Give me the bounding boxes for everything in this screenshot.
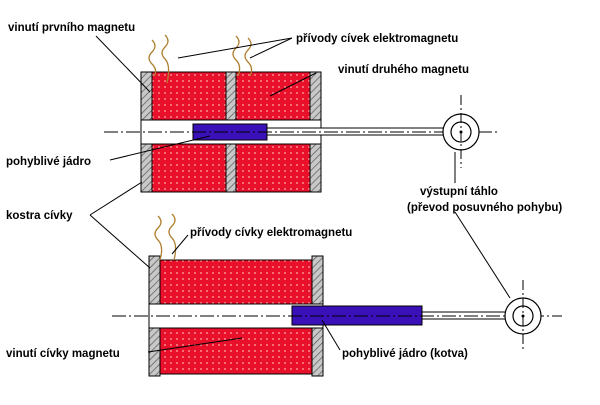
label-output-rod-line2: (převod posuvného pohybu) xyxy=(407,202,562,214)
coil-frame-mid-bottom xyxy=(225,143,237,193)
single-electromagnet xyxy=(112,213,562,377)
label-first-magnet-winding: vinutí prvního magnetu xyxy=(8,22,135,34)
label-coil-frame: kostra cívky xyxy=(6,210,73,222)
second-magnet-winding-bottom xyxy=(235,143,311,193)
coil-lead-4 xyxy=(244,37,253,77)
label-coil-lead-single: přívody cívky elektromagnetu xyxy=(190,227,352,239)
coil-frame-mid-top xyxy=(225,71,237,121)
coil-lead-1 xyxy=(148,39,157,77)
coil-winding-top xyxy=(159,259,313,305)
coil-lead-3 xyxy=(232,35,241,77)
label-coil-leads: přívody cívek elektromagnetu xyxy=(296,33,458,45)
first-magnet-winding-top xyxy=(151,71,227,121)
coil-frame-left-top-2 xyxy=(148,255,161,305)
coil-lead-2 xyxy=(161,34,170,84)
coil-lead-5 xyxy=(154,215,163,261)
second-magnet-winding-top xyxy=(235,71,311,121)
first-magnet-winding-bottom xyxy=(151,143,227,193)
label-armature-core: pohyblivé jádro (kotva) xyxy=(342,348,468,360)
label-coil-winding: vinutí cívky magnetu xyxy=(6,348,120,360)
label-output-rod-line1: výstupní táhlo xyxy=(420,186,498,198)
coil-lead-6 xyxy=(168,213,177,261)
label-second-magnet-winding: vinutí druhého magnetu xyxy=(338,64,469,76)
leader-lines xyxy=(89,35,511,353)
double-electromagnet xyxy=(104,34,500,193)
coil-winding-bottom xyxy=(159,327,313,375)
coil-frame-right-top-2 xyxy=(311,255,324,305)
coil-frame-right-top xyxy=(309,71,322,121)
label-movable-core: pohyblivé jádro xyxy=(6,156,91,168)
coil-frame-left-top xyxy=(140,71,153,121)
coil-frame-right-bottom-2 xyxy=(311,327,324,377)
coil-frame-right-bottom xyxy=(309,143,322,193)
